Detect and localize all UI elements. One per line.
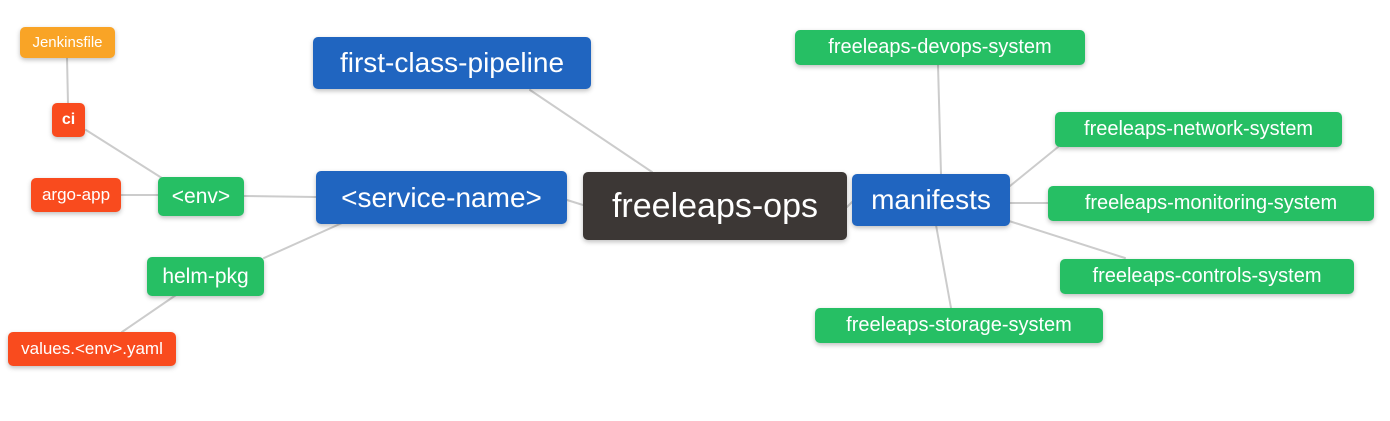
node-freeleaps-devops-system[interactable]: freeleaps-devops-system [795, 30, 1085, 65]
edge-manifests-storage-system [935, 224, 952, 309]
node-freeleaps-monitoring-system[interactable]: freeleaps-monitoring-system [1048, 186, 1374, 221]
node-ci[interactable]: ci [52, 103, 85, 137]
edge-manifests-devops-system [937, 64, 942, 175]
edge-manifests-controls-system [1008, 220, 1126, 259]
node-helm-pkg[interactable]: helm-pkg [147, 257, 264, 296]
edge-first-class-pipeline-freeleaps-ops [529, 89, 653, 173]
node-jenkinsfile[interactable]: Jenkinsfile [20, 27, 115, 58]
edge-manifests-network-system [1009, 146, 1059, 187]
edge-helm-pkg-service-name [263, 222, 343, 259]
node-first-class-pipeline[interactable]: first-class-pipeline [313, 37, 591, 89]
node-argo-app[interactable]: argo-app [31, 178, 121, 212]
edge-service-name-freeleaps-ops [566, 199, 584, 206]
node-freeleaps-controls-system[interactable]: freeleaps-controls-system [1060, 259, 1354, 294]
edge-ci-env [85, 129, 166, 181]
node-freeleaps-ops[interactable]: freeleaps-ops [583, 172, 847, 240]
node-values-env-yaml[interactable]: values.<env>.yaml [8, 332, 176, 366]
node-service-name[interactable]: <service-name> [316, 171, 567, 224]
node-freeleaps-network-system[interactable]: freeleaps-network-system [1055, 112, 1342, 147]
edge-env-service-name [243, 195, 317, 198]
node-freeleaps-storage-system[interactable]: freeleaps-storage-system [815, 308, 1103, 343]
node-env[interactable]: <env> [158, 177, 244, 216]
edge-helm-pkg-values-env-yaml [121, 294, 177, 333]
edge-jenkinsfile-ci [66, 56, 69, 105]
node-manifests[interactable]: manifests [852, 174, 1010, 226]
